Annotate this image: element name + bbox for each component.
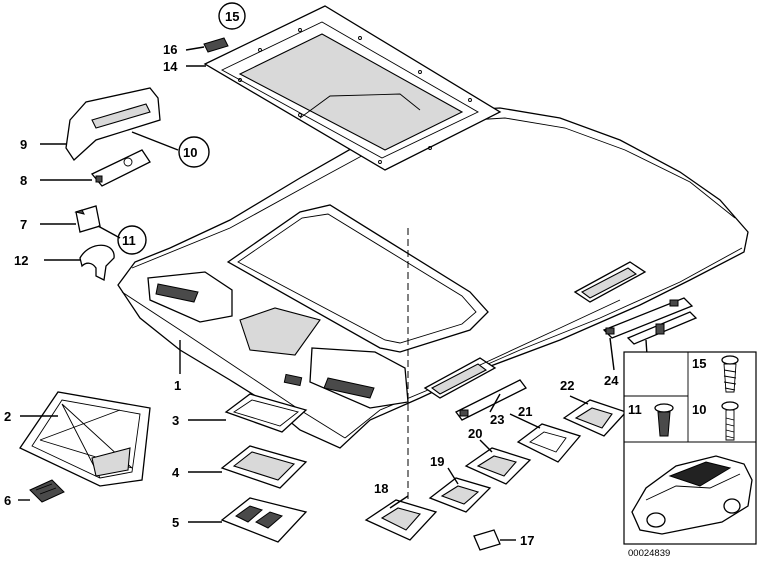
frame-part-2 xyxy=(19,391,151,487)
callout-16: 16 xyxy=(163,42,177,57)
sunroof-frame-part xyxy=(203,5,502,171)
lamp-part-5 xyxy=(220,497,308,543)
callout-2: 2 xyxy=(4,409,11,424)
clip-part-12 xyxy=(79,244,115,281)
callout-18: 18 xyxy=(374,481,388,496)
inset-label-15: 15 xyxy=(692,356,706,371)
clip-part-16 xyxy=(203,37,229,53)
frame-part-22 xyxy=(562,399,628,437)
callout-15: 15 xyxy=(225,9,239,24)
callout-11: 11 xyxy=(122,233,136,248)
callout-24: 24 xyxy=(604,373,619,388)
cover-part-7 xyxy=(74,205,101,233)
callout-4: 4 xyxy=(172,465,180,480)
screw-15-icon xyxy=(721,355,739,393)
grab-handle-part-9 xyxy=(65,87,161,161)
callout-circle-11 xyxy=(117,225,147,255)
callout-10: 10 xyxy=(183,145,197,160)
callout-14: 14 xyxy=(163,59,178,74)
rail-part-13 xyxy=(626,311,698,345)
callout-7: 7 xyxy=(20,217,27,232)
rail-part-24 xyxy=(602,297,694,339)
callout-1: 1 xyxy=(174,378,181,393)
strip-part-23 xyxy=(455,379,527,421)
inset-label-10: 10 xyxy=(692,402,706,417)
lamp-housing-part-20 xyxy=(464,447,532,485)
callout-circle-10 xyxy=(178,136,210,168)
headliner-panel xyxy=(117,107,749,449)
callout-8: 8 xyxy=(20,173,27,188)
bracket-part-8 xyxy=(90,149,151,187)
callout-9: 9 xyxy=(20,137,27,152)
inset-label-11: 11 xyxy=(628,402,642,417)
switch-part-6 xyxy=(29,479,65,503)
frame-part-3 xyxy=(224,393,308,433)
screw-10-icon xyxy=(721,401,739,441)
callout-3: 3 xyxy=(172,413,179,428)
callout-21: 21 xyxy=(518,404,532,419)
leader-lines xyxy=(18,46,649,541)
callout-19: 19 xyxy=(430,454,444,469)
cover-part-17 xyxy=(473,529,501,551)
frame-part-21 xyxy=(516,423,582,463)
frame-part-4 xyxy=(220,445,308,489)
callout-circle-15 xyxy=(218,2,246,30)
callout-23: 23 xyxy=(490,412,504,427)
inset-panel: 15 11 10 xyxy=(623,351,757,545)
frame-part-18 xyxy=(364,499,438,541)
callout-5: 5 xyxy=(172,515,179,530)
callout-17: 17 xyxy=(520,533,534,548)
screw-11-icon xyxy=(654,403,674,437)
drawing-number: 00024839 xyxy=(628,548,670,559)
callout-22: 22 xyxy=(560,378,574,393)
callout-12: 12 xyxy=(14,253,28,268)
lamp-housing-part-19 xyxy=(428,477,492,513)
car-silhouette-icon xyxy=(631,455,753,535)
callout-20: 20 xyxy=(468,426,482,441)
callout-6: 6 xyxy=(4,493,11,508)
